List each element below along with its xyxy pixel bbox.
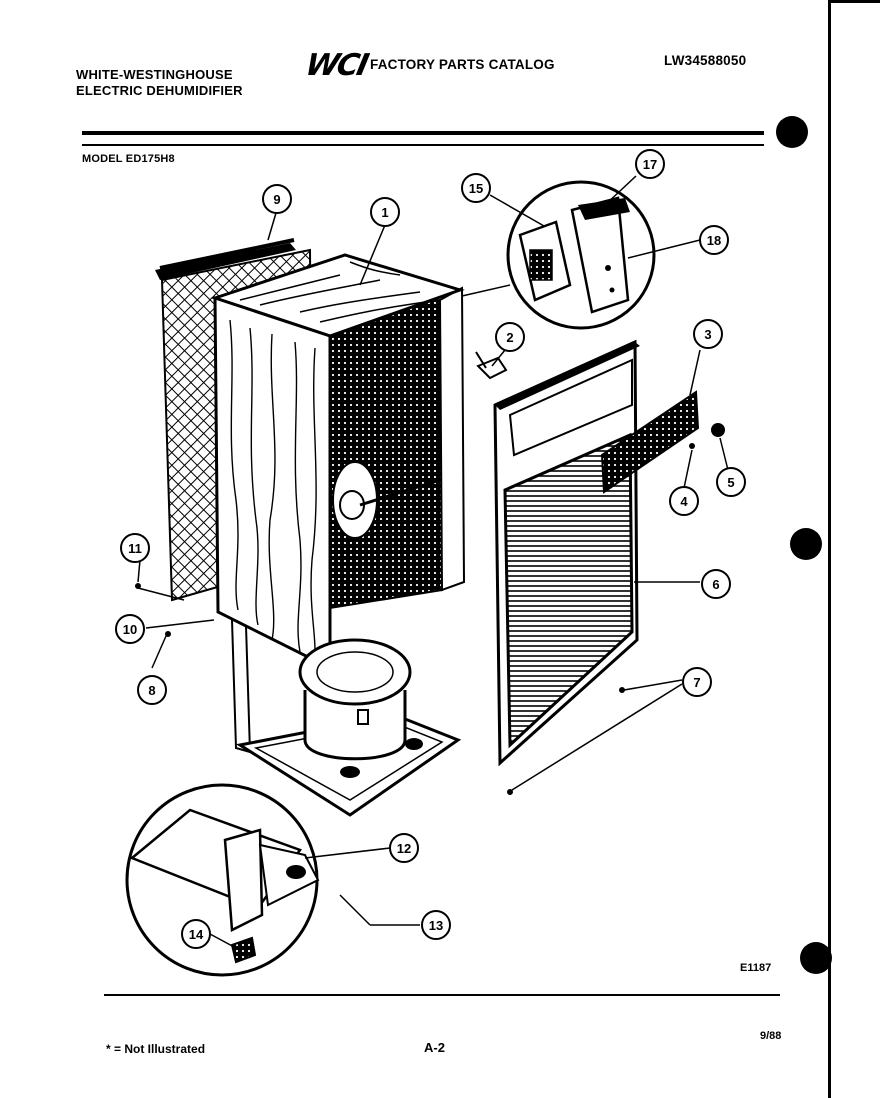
page-border-top [828,0,880,3]
svg-text:18: 18 [707,233,721,248]
leader-lines [137,175,729,949]
screw-part-8 [165,631,171,637]
svg-text:15: 15 [469,181,483,196]
svg-text:7: 7 [693,675,700,690]
callout-18: 18 [699,225,729,255]
brand-line-1: WHITE-WESTINGHOUSE [76,67,233,82]
svg-text:17: 17 [643,157,657,172]
screw-part-11 [135,583,141,589]
callout-1: 1 [370,197,400,227]
bracket-part-2 [475,351,508,380]
foot-part-7b [507,789,513,795]
callout-15: 15 [461,173,491,203]
control-panel-insert [600,390,700,494]
svg-text:3: 3 [704,327,711,342]
binder-hole-middle [790,528,822,560]
detail-inset-mount [125,783,320,977]
detail-inset-switch [506,180,656,330]
callout-2: 2 [495,322,525,352]
callout-9: 9 [262,184,292,214]
callout-10: 10 [115,614,145,644]
interior-back-panel [329,298,444,610]
svg-text:13: 13 [429,918,443,933]
catalog-title: FACTORY PARTS CATALOG [370,57,555,72]
knob-part-5 [711,423,725,437]
callout-5: 5 [716,467,746,497]
callout-4: 4 [669,486,699,516]
page-number: A-2 [424,1040,445,1055]
not-illustrated-note: * = Not Illustrated [106,1042,206,1056]
svg-text:10: 10 [123,622,137,637]
screw-part-4 [689,443,695,449]
top-trim-strip [159,238,295,270]
callout-6: 6 [701,569,731,599]
callout-14: 14 [181,919,211,949]
fan-assembly [332,461,441,539]
callout-7: 7 [682,667,712,697]
callout-13: 13 [421,910,451,940]
page-border-right [828,0,831,1098]
svg-text:2: 2 [506,330,513,345]
callout-bubbles: 1 2 3 4 5 6 7 8 9 10 11 12 13 14 15 17 1… [115,149,746,949]
binder-hole-bottom [800,942,832,974]
binder-hole-top [776,116,808,148]
svg-text:12: 12 [397,841,411,856]
svg-text:6: 6 [712,577,719,592]
callout-8: 8 [137,675,167,705]
svg-text:4: 4 [680,494,688,509]
callout-3: 3 [693,319,723,349]
model-label: MODEL ED175H8 [82,153,175,165]
svg-text:9: 9 [273,192,280,207]
figure-code: E1187 [740,962,772,974]
header-rule-thick [82,131,764,135]
svg-text:8: 8 [148,683,155,698]
footer-rule [104,994,780,996]
svg-text:1: 1 [381,205,388,220]
compressor [298,638,423,778]
front-panel [493,339,640,767]
foot-part-7a [619,687,625,693]
callout-17: 17 [635,149,665,179]
svg-text:11: 11 [128,541,142,556]
brand-line-2: ELECTRIC DEHUMIDIFIER [76,83,243,98]
clip-part-14 [230,936,257,964]
callout-12: 12 [389,833,419,863]
header-rule-thin [82,144,764,146]
callout-11: 11 [120,533,150,563]
svg-text:5: 5 [727,475,734,490]
svg-text:14: 14 [189,927,204,942]
catalog-date: 9/88 [760,1030,782,1042]
catalog-number: LW34588050 [664,53,747,68]
